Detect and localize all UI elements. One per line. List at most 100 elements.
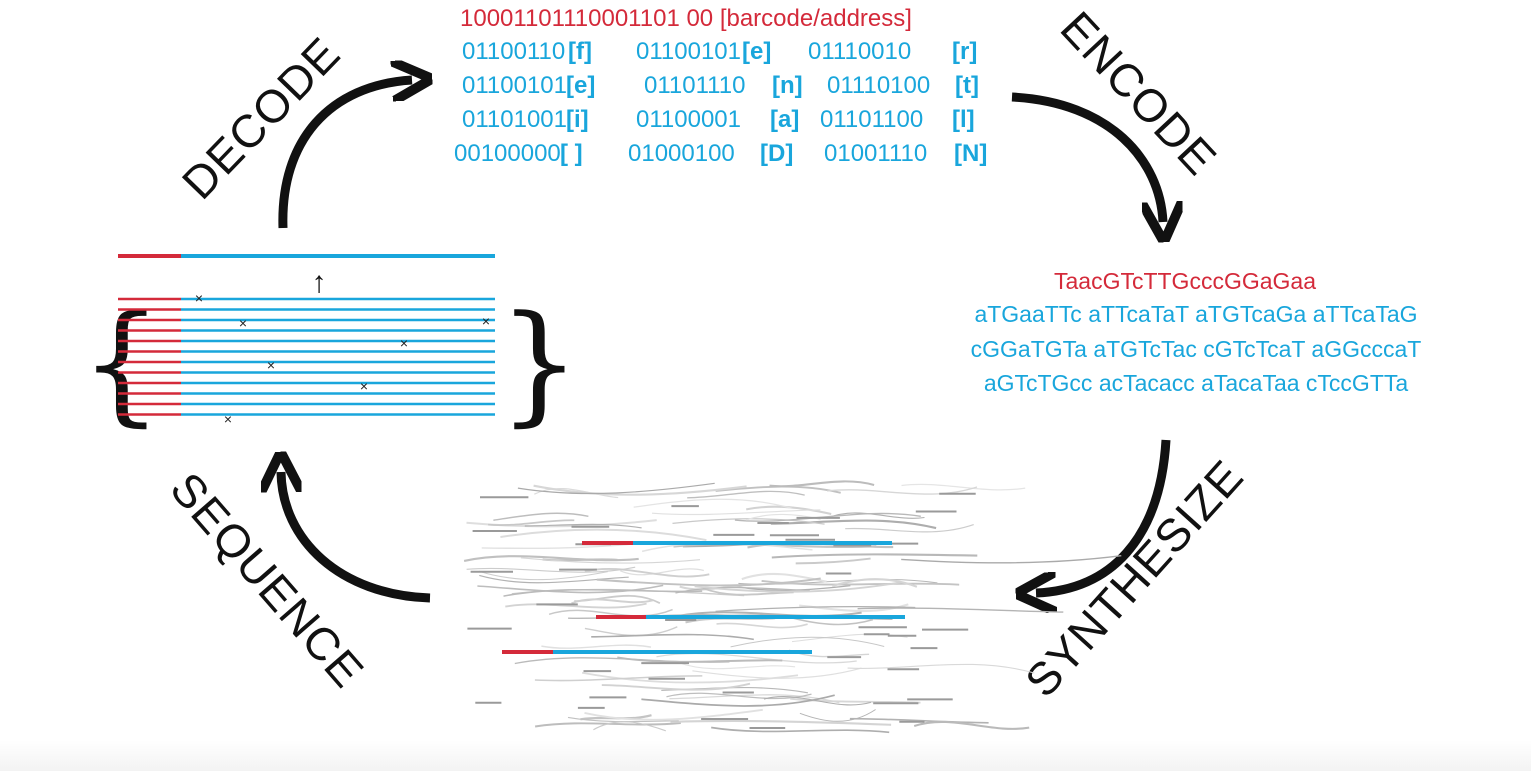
char: [D] — [760, 140, 793, 167]
char: [t] — [955, 72, 979, 99]
background-oligo — [826, 512, 925, 520]
background-oligo — [741, 572, 827, 583]
dna-address-line: TaacGTcTTGcccGGaGaa — [1054, 268, 1316, 294]
dna-block: TaacGTcTTGcccGGaGaa aTGaaTTc aTTcaTaT aT… — [971, 268, 1422, 396]
background-oligo — [857, 607, 1064, 613]
background-oligo — [479, 574, 629, 584]
binary-block: 10001101110001101 00 [barcode/address] 0… — [454, 5, 987, 167]
bits: 00100000 — [454, 140, 561, 167]
blurred-footer — [0, 740, 1531, 771]
error-x-icon: × — [482, 313, 490, 329]
background-oligo — [692, 667, 862, 679]
background-oligo — [591, 633, 754, 641]
char: [ ] — [560, 140, 583, 167]
binary-address-line: 10001101110001101 00 [barcode/address] — [460, 5, 912, 32]
background-oligo — [593, 721, 666, 732]
background-oligo — [481, 543, 637, 550]
background-oligo — [795, 557, 871, 565]
background-oligo — [517, 482, 715, 495]
background-oligo — [827, 486, 978, 495]
error-x-icon: × — [400, 335, 408, 351]
background-oligo — [596, 577, 821, 587]
binary-row: 01101001 [i] 01100001 [a] 01101100 [l] — [462, 106, 975, 133]
bits: 01110010 — [808, 38, 911, 65]
char: [r] — [952, 38, 977, 65]
dna-line: cGGaTGTa aTGTcTac cGTcTcaT aGGcccaT — [971, 336, 1422, 362]
bits: 01100110 — [462, 38, 565, 65]
background-oligo — [845, 524, 974, 533]
background-oligo — [849, 717, 989, 724]
char: [e] — [742, 38, 771, 65]
background-oligo — [702, 587, 794, 596]
error-x-icon: × — [239, 315, 247, 331]
background-oligo — [533, 484, 747, 496]
binary-row: 01100101 [e] 01101110 [n] 01110100 [t] — [462, 72, 979, 99]
cycle-arrows — [281, 80, 1166, 598]
dna-line: aTGaaTTc aTTcaTaT aTGTcaGa aTTcaTaG — [974, 301, 1417, 327]
background-oligo — [678, 662, 796, 670]
background-oligo — [734, 512, 921, 522]
background-oligo — [488, 519, 575, 526]
char: [f] — [568, 38, 592, 65]
char: [a] — [770, 106, 799, 133]
char: [i] — [566, 106, 589, 133]
bits: 01100101 — [462, 72, 567, 99]
error-x-icon: × — [195, 290, 203, 306]
bits: 01001110 — [824, 140, 927, 167]
bits: 01000100 — [628, 140, 735, 167]
background-oligo — [675, 586, 810, 594]
background-oligo — [493, 512, 589, 521]
background-oligo — [799, 709, 876, 722]
background-oligo — [505, 602, 647, 609]
background-oligo — [584, 568, 710, 578]
background-oligo — [694, 581, 902, 593]
background-oligo — [548, 608, 673, 617]
background-oligo — [670, 719, 892, 726]
background-oligo — [716, 622, 808, 629]
background-oligo — [520, 557, 701, 564]
background-oligo — [831, 578, 918, 588]
background-oligo — [687, 490, 805, 499]
background-oligo — [500, 528, 707, 542]
bits: 01100001 — [636, 106, 741, 133]
encode-arrow-icon — [1011, 92, 1163, 222]
background-oligo — [769, 480, 875, 488]
background-oligo — [620, 568, 704, 576]
background-oligo — [901, 483, 1026, 491]
background-oligo — [847, 663, 1035, 674]
char: [l] — [952, 106, 975, 133]
background-oligo — [730, 636, 885, 648]
background-oligo — [770, 519, 937, 530]
error-x-icon: × — [224, 411, 232, 427]
bits: 01101100 — [820, 106, 923, 133]
up-arrow-icon: ↑ — [312, 266, 327, 299]
background-oligo — [503, 588, 703, 597]
sequence-label: SEQUENCE — [160, 462, 374, 697]
background-oligo — [524, 523, 642, 529]
background-oligo — [651, 509, 821, 516]
bits: 01110100 — [827, 72, 930, 99]
background-oligo — [641, 694, 835, 707]
background-oligo — [534, 675, 703, 682]
oligo-pool — [463, 480, 1122, 734]
synthesize-arrow-icon — [1036, 439, 1171, 593]
background-oligo — [571, 598, 654, 605]
binary-row: 00100000 [ ] 01000100 [D] 01001110 [N] — [454, 140, 987, 167]
background-oligo — [901, 555, 1122, 564]
error-x-icon: × — [267, 357, 275, 373]
sequence-arrow-icon — [281, 472, 431, 603]
background-oligo — [711, 726, 890, 734]
background-oligo — [478, 570, 608, 581]
background-oligo — [913, 720, 1030, 730]
background-oligo — [763, 696, 872, 706]
binary-row: 01100110 [f] 01100101 [e] 01110010 [r] — [462, 38, 977, 65]
background-oligo — [463, 555, 639, 562]
synthesize-label: SYNTHESIZE — [1015, 450, 1254, 707]
background-oligo — [715, 606, 916, 612]
background-oligo — [466, 566, 636, 573]
background-oligo — [790, 697, 921, 704]
right-brace-icon: } — [498, 287, 581, 439]
background-oligo — [601, 682, 751, 691]
bits: 01101001 — [462, 106, 567, 133]
